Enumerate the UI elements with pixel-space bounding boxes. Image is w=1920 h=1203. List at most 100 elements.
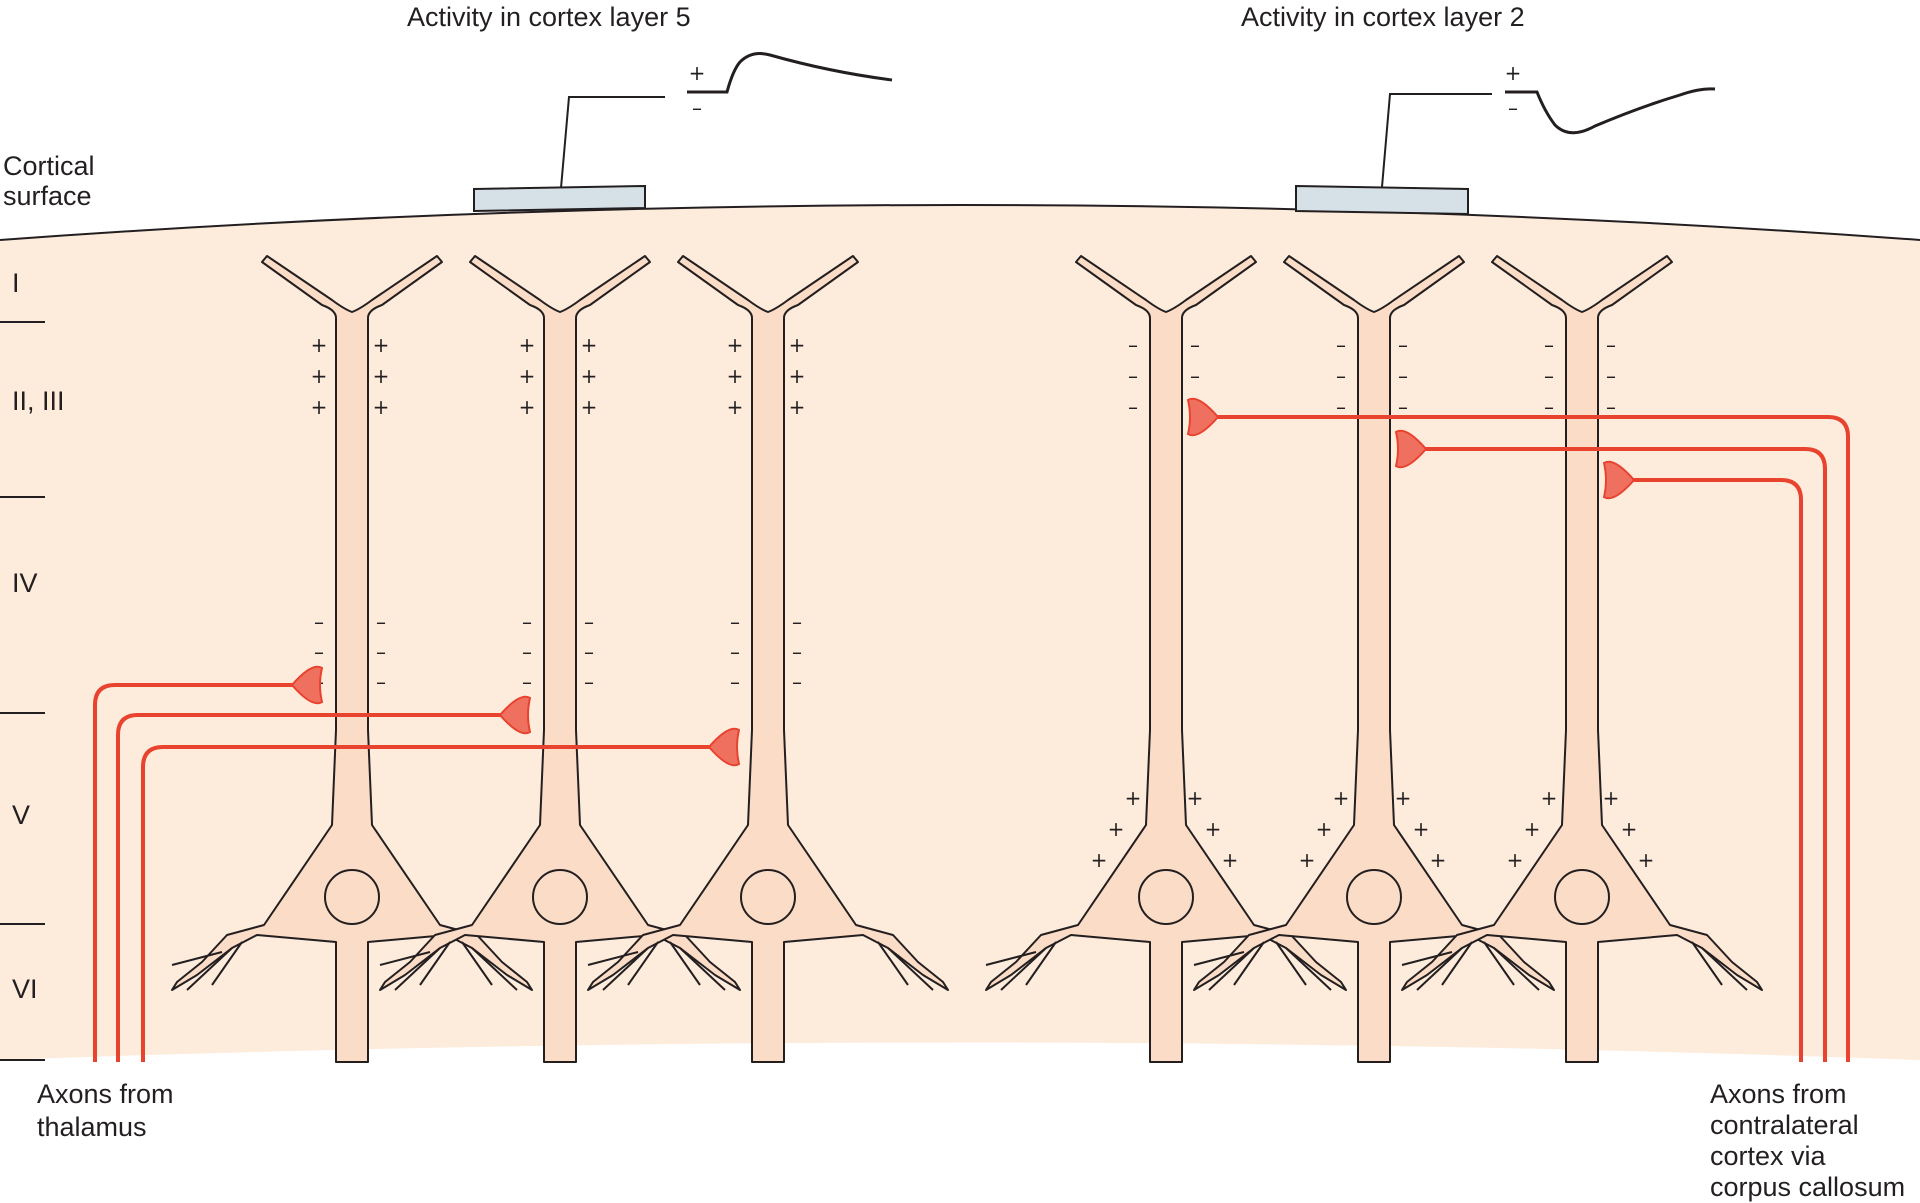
minus-sign: – (1128, 364, 1138, 388)
plus-sign: + (1205, 817, 1222, 841)
dendrite-branch (627, 941, 659, 986)
left-trace-plus: + (689, 61, 706, 85)
neuron-outline (587, 255, 949, 1063)
left-trace-group: Activity in cortex layer 5 + – (407, 2, 893, 120)
layer-label-5: V (12, 800, 30, 830)
minus-sign: – (1398, 395, 1408, 419)
minus-sign: – (1544, 395, 1554, 419)
plus-sign: + (1621, 817, 1638, 841)
left-trace-minus: – (692, 96, 702, 120)
left-recording-title: Activity in cortex layer 5 (407, 2, 691, 32)
dendrite-branch (1416, 947, 1463, 991)
dendrite-branch (471, 947, 518, 991)
layer-label-6: VI (12, 974, 38, 1004)
minus-sign: – (1544, 333, 1554, 357)
neuron-nucleus (324, 869, 380, 925)
minus-sign: – (1128, 395, 1138, 419)
plus-sign: + (1299, 848, 1316, 872)
layer-label-1: I (12, 268, 20, 298)
dendrite-branch (186, 947, 233, 991)
plus-sign: + (373, 395, 390, 419)
callosal-terminal-3 (1602, 460, 1636, 500)
plus-sign: + (1222, 848, 1239, 872)
minus-sign: – (1606, 395, 1616, 419)
plus-sign: + (727, 333, 744, 357)
minus-sign: – (314, 610, 324, 634)
callosal-axon-1 (1210, 415, 1850, 1062)
plus-sign: + (1541, 786, 1558, 810)
neuron-outline (985, 255, 1347, 1063)
plus-sign: + (1395, 786, 1412, 810)
dendrite-branch (1233, 941, 1265, 986)
dendrite-branch (587, 951, 639, 966)
dendrite-branch (985, 951, 1037, 966)
right-trace-plus: + (1505, 61, 1522, 85)
dendrite-branch (1208, 947, 1255, 991)
dendrite-branch (1025, 941, 1057, 986)
minus-sign: – (1128, 333, 1138, 357)
callosal-terminals (1186, 397, 1636, 500)
right-trace (1505, 87, 1716, 135)
minus-sign: – (792, 640, 802, 664)
minus-sign: – (1398, 333, 1408, 357)
callosum-label-line4: corpus callosum (1710, 1172, 1905, 1202)
dendrite-branch (211, 941, 243, 986)
plus-sign: + (1125, 786, 1142, 810)
dendrite-branch (171, 951, 223, 966)
plus-sign: + (727, 395, 744, 419)
thalamic-axon-3 (141, 745, 717, 1062)
callosal-terminal-1 (1186, 397, 1220, 437)
plus-sign: + (581, 395, 598, 419)
plus-sign: + (1091, 848, 1108, 872)
minus-sign: – (1336, 395, 1346, 419)
minus-sign: – (1606, 364, 1616, 388)
plus-sign: + (1108, 817, 1125, 841)
plus-sign: + (373, 364, 390, 388)
plus-sign: + (581, 364, 598, 388)
thalamic-terminals (290, 665, 741, 767)
dendrite-branch (394, 947, 441, 991)
callosum-label-line2: contralateral (1710, 1110, 1859, 1140)
neuron-outline (171, 255, 533, 1063)
dendrite-branch (669, 941, 701, 986)
plus-sign: + (727, 364, 744, 388)
pyramidal-neuron (985, 255, 1347, 1063)
dendrite-branch (1483, 941, 1515, 986)
plus-sign: + (1187, 786, 1204, 810)
plus-sign: + (1413, 817, 1430, 841)
minus-sign: – (1398, 364, 1408, 388)
dendrite-branch (887, 947, 934, 991)
minus-sign: – (1190, 333, 1200, 357)
minus-sign: – (792, 610, 802, 634)
thalamus-label-line2: thalamus (37, 1112, 147, 1142)
minus-sign: – (584, 670, 594, 694)
cortical-surface-label-line2: surface (3, 181, 92, 211)
left-electrode-pad (473, 184, 646, 213)
pyramidal-neuron (1401, 255, 1763, 1063)
neuron-nucleus (1554, 869, 1610, 925)
dendrite-branch (1701, 947, 1748, 991)
plus-sign: + (1507, 848, 1524, 872)
neuron-nucleus (740, 869, 796, 925)
dendrite-branch (602, 947, 649, 991)
minus-sign: – (1336, 364, 1346, 388)
thalamus-label-line1: Axons from (37, 1079, 174, 1109)
right-electrode-pad (1295, 184, 1469, 216)
plus-sign: + (789, 364, 806, 388)
minus-sign: – (730, 610, 740, 634)
pyramidal-neuron (379, 255, 741, 1063)
neuron-outline (379, 255, 741, 1063)
dendrite-branch (461, 941, 493, 986)
callosal-axons (1210, 415, 1850, 1062)
plus-sign: + (581, 333, 598, 357)
pyramidal-neuron (171, 255, 533, 1063)
minus-sign: – (522, 640, 532, 664)
right-electrode (1295, 93, 1492, 216)
dendrite-branch (1275, 941, 1307, 986)
right-recording-title: Activity in cortex layer 2 (1241, 2, 1525, 32)
pyramidal-neuron (587, 255, 949, 1063)
left-electrode (473, 96, 665, 213)
layer-label-2-3: II, III (12, 386, 65, 416)
minus-sign: – (730, 640, 740, 664)
